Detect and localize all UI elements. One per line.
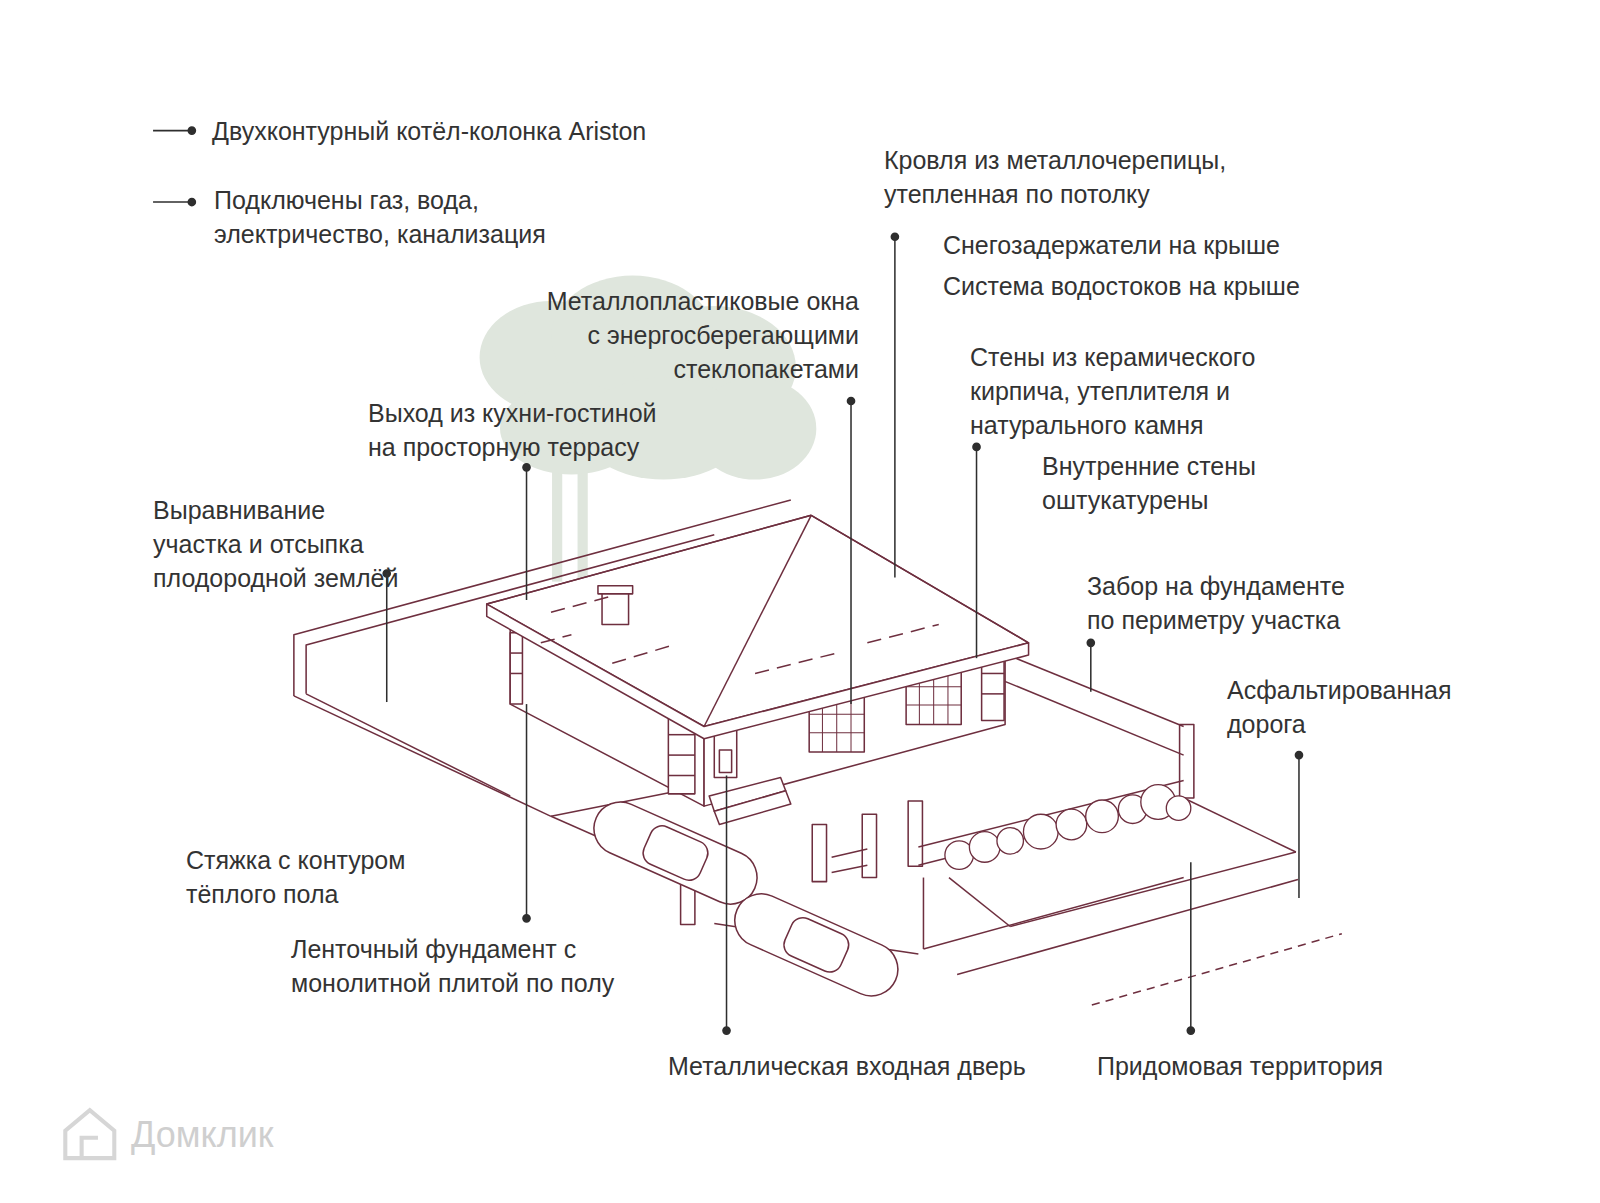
callout-label: Стены из керамического кирпича, утеплите… <box>970 340 1256 442</box>
callout-label: Металлопластиковые окна с энергосберегаю… <box>546 284 859 386</box>
callout-label: Выход из кухни-гостиной на просторную те… <box>368 396 659 464</box>
bushes <box>945 785 1191 870</box>
callout-label: Металлическая входная дверь <box>668 1049 1028 1083</box>
callout-label: Система водостоков на крыше <box>943 269 1302 303</box>
callout-label: Ленточный фундамент с монолитной плитой … <box>291 932 615 1000</box>
roof <box>487 515 1029 738</box>
callout-label: Асфальтированная дорога <box>1227 673 1384 741</box>
callout-label: Внутренние стены оштукатурены <box>1042 449 1258 517</box>
watermark-icon <box>65 1110 114 1158</box>
cars <box>585 794 906 1005</box>
callout-label: Кровля из металлочерепицы, утепленная по… <box>884 143 1229 211</box>
callout-label: Стяжка с контуром тёплого пола <box>186 843 407 911</box>
callout-label: Выравнивание участка и отсыпка плодородн… <box>153 493 401 595</box>
callout-label: Придомовая территория <box>1097 1049 1386 1083</box>
callout-label: Забор на фундаменте по периметру участка <box>1087 569 1347 637</box>
callout-label: Снегозадержатели на крыше <box>943 228 1282 262</box>
watermark: Домклик <box>131 1113 276 1157</box>
callout-label: Подключены газ, вода, электричество, кан… <box>214 183 547 251</box>
callout-label: Двухконтурный котёл-колонка Ariston <box>212 114 649 148</box>
